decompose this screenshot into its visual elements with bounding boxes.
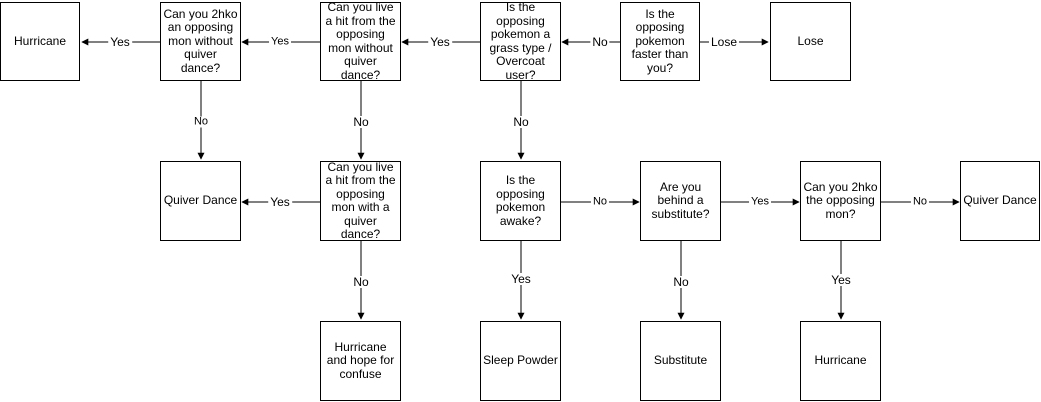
edge-label-yes: Yes [108,35,132,49]
edge-label-yes: Yes [428,35,452,49]
node-live-with-quiver: Can you live a hit from the opposing mon… [320,160,401,241]
edge-label-no: No [511,115,531,129]
edge-label-yes: Yes [509,272,533,286]
edge-label-lose: Lose [708,35,740,49]
node-quiver-dance-left: Quiver Dance [160,161,241,241]
edge-label-no: No [590,195,610,208]
node-faster: Is the opposing pokemon faster than you? [620,2,700,81]
node-2hko-without-quiver: Can you 2hko an opposing mon without qui… [160,2,241,81]
edge-label-no: No [351,115,371,129]
node-behind-substitute: Are you behind a substitute? [640,161,721,241]
edge-label-no: No [671,275,691,289]
edge-label-yes: Yes [269,35,291,48]
node-2hko: Can you 2hko the opposing mon? [800,161,881,241]
edge-label-yes: Yes [749,195,771,208]
edge-label-no: No [910,195,930,208]
edge-label-yes: Yes [829,273,853,287]
edge-label-no: No [590,35,610,49]
node-grass-overcoat: Is the opposing pokemon a grass type / O… [480,0,561,81]
node-hurricane-bottom: Hurricane [800,321,881,401]
edge-label-yes: Yes [268,195,292,209]
node-substitute: Substitute [640,321,721,401]
node-hurricane-hope-confuse: Hurricane and hope for confuse [320,321,401,401]
node-hurricane-top: Hurricane [0,2,80,81]
node-live-without-quiver: Can you live a hit from the opposing mon… [320,0,401,81]
node-lose: Lose [770,2,851,81]
node-awake: Is the opposing pokemon awake? [480,161,561,241]
node-quiver-dance-right: Quiver Dance [960,161,1040,241]
edge-label-no: No [351,275,371,289]
node-sleep-powder: Sleep Powder [480,321,561,401]
edge-label-no: No [191,115,211,128]
